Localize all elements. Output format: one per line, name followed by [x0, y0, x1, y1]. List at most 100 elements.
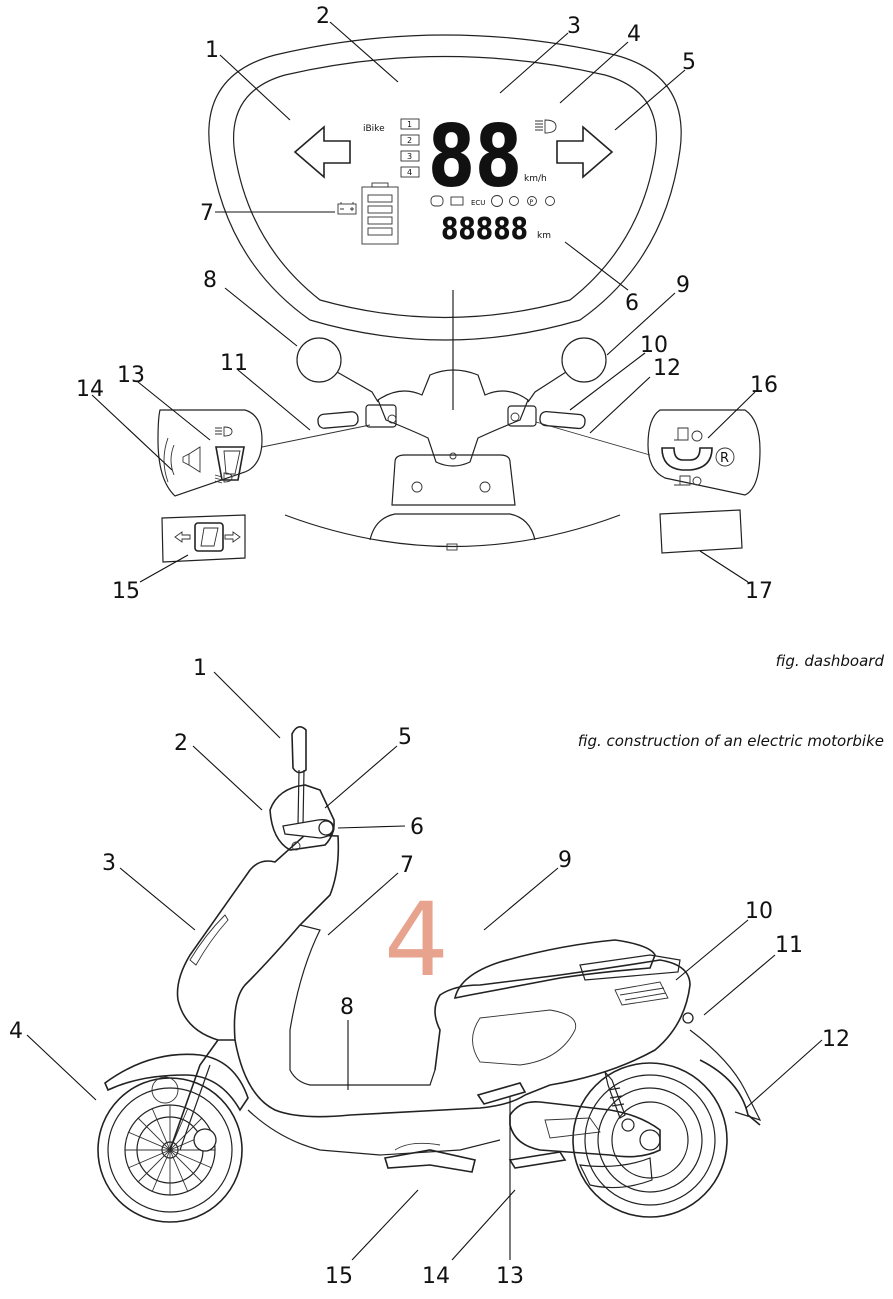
dash-callout-10: 10: [640, 333, 668, 358]
dash-callout-8: 8: [203, 268, 217, 293]
dashboard-leaders: [91, 21, 756, 583]
dash-callout-6: 6: [625, 291, 639, 316]
bike-callout-4: 4: [9, 1019, 23, 1044]
dash-callout-4: 4: [627, 22, 641, 47]
center-stand: [508, 1151, 567, 1169]
front-floor-panel: [369, 513, 536, 541]
odometer-readout: 88888: [441, 212, 528, 247]
leg-shield-inner: [289, 924, 436, 1086]
front-fender: [104, 1053, 249, 1112]
construction-caption: fig. construction of an electric motorbi…: [577, 732, 884, 750]
signal-right-icon: [224, 531, 241, 543]
front-brake-caliper: [193, 1128, 217, 1152]
battery-gauge: [361, 182, 399, 245]
front-fork: [169, 1039, 219, 1151]
horn-icon: [182, 446, 201, 473]
dashboard-caption: fig. dashboard: [775, 652, 884, 670]
dash-callout-9: 9: [676, 273, 690, 298]
floorboard: [234, 1039, 526, 1118]
headlight-strip: [189, 914, 229, 966]
bike-callout-7: 7: [400, 853, 414, 878]
dash-callout-16: 16: [750, 373, 778, 398]
dash-callout-1: 1: [205, 38, 219, 63]
left-grip: [317, 411, 359, 429]
odometer-unit: km: [537, 231, 551, 241]
mirror-head: [291, 726, 307, 774]
signal-left-icon: [174, 531, 191, 543]
park-key-switch: [661, 447, 713, 471]
right-switch-block: [507, 405, 537, 427]
scooter-leaders: [26, 671, 823, 1261]
dash-callout-14: 14: [76, 377, 104, 402]
rear-wheel: [572, 1062, 728, 1218]
scooter-figure: 4: [9, 656, 850, 1289]
headset-cover: [269, 784, 335, 851]
right-mirror: [561, 337, 607, 383]
bike-callout-11: 11: [775, 933, 803, 958]
bike-callout-5: 5: [398, 725, 412, 750]
right-brake-lever-pivot: [510, 412, 520, 422]
dimmer-switch: [215, 446, 245, 481]
dash-callout-13: 13: [117, 363, 145, 388]
dash-callout-7: 7: [200, 201, 214, 226]
dashboard-housing: [377, 369, 529, 467]
lower-body-line: [247, 1109, 501, 1156]
speed-unit: km/h: [524, 174, 547, 184]
passenger-footrest: [476, 1082, 527, 1105]
ecu-indicator: ECU: [471, 199, 485, 207]
right-turn-arrow-icon: [556, 125, 614, 179]
brake-warning-icon: [491, 195, 503, 207]
warning-indicator-row: ECU P: [430, 195, 555, 207]
tail-light: [682, 1012, 694, 1024]
watermark: 4: [384, 881, 449, 1000]
rear-fender-flap: [699, 1059, 761, 1126]
bike-callout-9: 9: [558, 848, 572, 873]
high-beam-icon: [215, 426, 233, 437]
right-mirror-stem: [527, 371, 567, 403]
rear-body-inner: [472, 1009, 577, 1066]
front-body-panel: [391, 454, 516, 506]
cluster-outer-shell: [208, 34, 682, 341]
bike-callout-1: 1: [193, 656, 207, 681]
right-switch-pod: [647, 409, 761, 496]
bike-callout-14: 14: [422, 1264, 450, 1289]
handlebar-end: [318, 820, 334, 836]
park-indicator-icon: [527, 196, 537, 206]
bike-callout-13: 13: [496, 1264, 524, 1289]
dash-callout-2: 2: [316, 4, 330, 29]
left-mirror: [296, 337, 342, 383]
battery-icon: [337, 202, 357, 215]
headlight-indicator-icon: [535, 119, 557, 134]
dash-callout-15: 15: [112, 579, 140, 604]
gear-level-1: 1: [407, 120, 412, 129]
gear-level-3: 3: [407, 152, 412, 161]
dash-callout-12: 12: [653, 356, 681, 381]
rear-body-panel: [434, 959, 691, 1096]
kneeboard-arc: [284, 514, 621, 548]
turn-signal-switch: [161, 514, 246, 563]
cluster-inner-shell: [233, 55, 657, 319]
battery-warning-icon: [450, 196, 464, 206]
left-mirror-stem: [336, 371, 379, 403]
bike-callout-15: 15: [325, 1264, 353, 1289]
low-beam-icon: [214, 472, 233, 484]
right-grip: [539, 410, 586, 430]
gear-level-2: 2: [407, 136, 412, 145]
dash-callout-11: 11: [220, 351, 248, 376]
bike-callout-2: 2: [174, 731, 188, 756]
speed-readout: 88: [428, 107, 522, 207]
mirror-stem: [297, 769, 300, 826]
side-stand: [383, 1149, 476, 1173]
reverse-button: [715, 447, 735, 467]
dashboard-housing-bolt: [449, 452, 457, 460]
dash-callout-17: 17: [745, 579, 773, 604]
seat: [453, 939, 656, 1000]
reverse-button-label: R: [720, 451, 729, 466]
left-turn-arrow-icon: [293, 125, 351, 179]
center-catch: [446, 543, 458, 551]
rear-reflector-grille: [614, 981, 669, 1006]
dashboard-figure: iBike 1 2 3 4 88 km/h ECU P: [76, 4, 778, 604]
front-fender-grille: [151, 1076, 179, 1104]
rear-shock-absorber: [604, 1071, 626, 1119]
